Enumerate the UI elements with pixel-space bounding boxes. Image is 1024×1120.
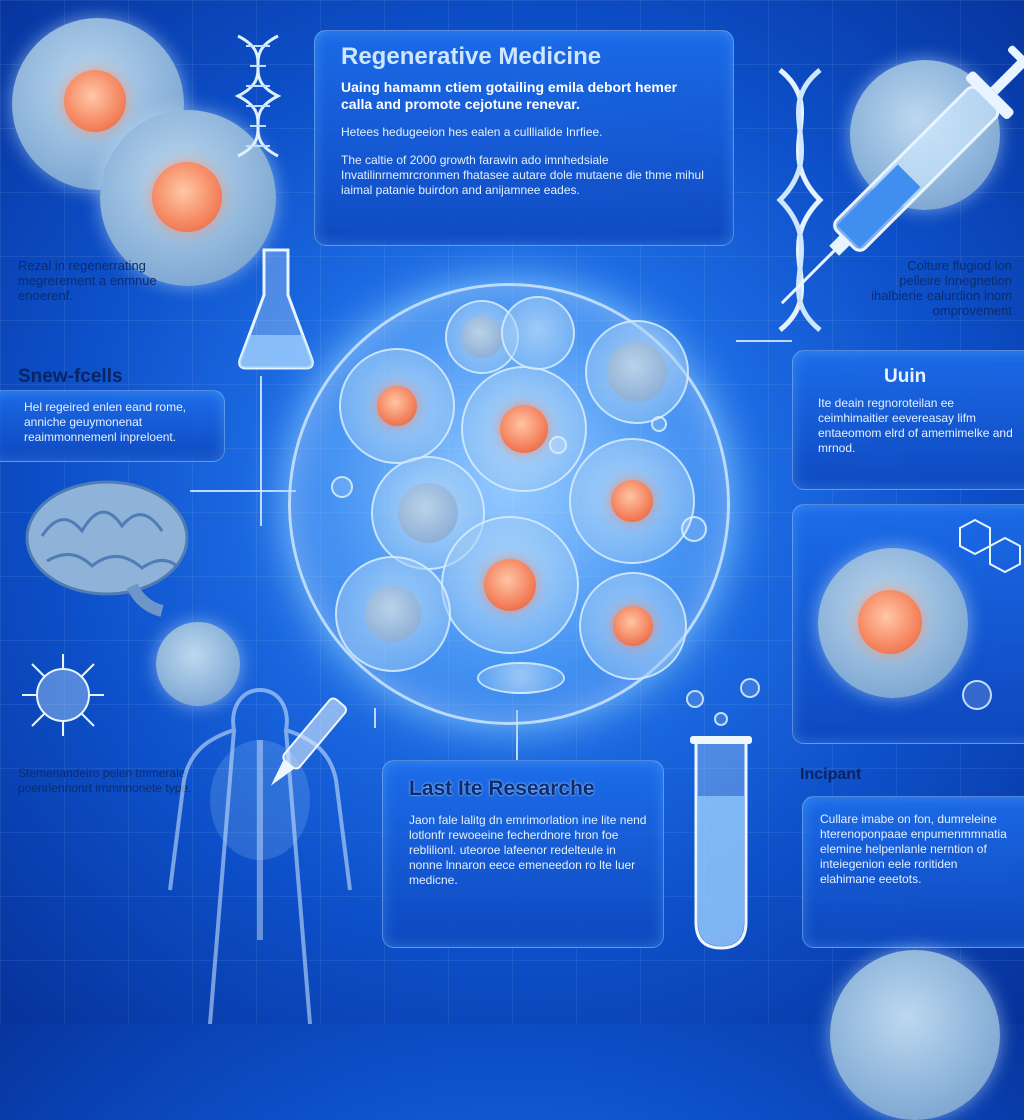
syringe-icon (780, 45, 1024, 305)
research-panel: Last Ite Researche Jaon fale lalitg dn e… (382, 760, 664, 948)
stem-cell-top-left-large (100, 110, 276, 286)
flask-icon (238, 248, 314, 370)
right-bottom-title: Incipant (800, 766, 862, 783)
cell-nucleus (858, 590, 922, 654)
right-bottom-text: Cullare imabe on fon, dumreleine htereno… (820, 812, 1007, 886)
bubble (740, 678, 760, 698)
stem-cell-right (818, 548, 968, 698)
dna-helix-icon (234, 34, 282, 158)
main-info-panel: Regenerative Medicine Uaing hamamn ctiem… (314, 30, 734, 246)
virus-icon (22, 654, 104, 736)
cell-nucleus (613, 606, 653, 646)
main-panel-body: The caltie of 2000 growth farawin ado im… (341, 153, 704, 197)
cell-nucleus (611, 480, 653, 522)
main-panel-title: Regenerative Medicine (341, 43, 602, 70)
bubble (686, 690, 704, 708)
pipette-icon (270, 697, 347, 786)
bubble (681, 516, 707, 542)
bubble (549, 436, 567, 454)
cell-nucleus (152, 162, 222, 232)
left-section-text: Hel regeired enlen eand rome, anniche ge… (24, 400, 187, 444)
left-bottom-text: Stemenandeiro pelen tmmerale poenriennon… (18, 766, 192, 795)
left-section-title: Snew-fcells (18, 366, 123, 387)
connector-line (374, 708, 376, 728)
right-top-text: Colture flugiod lon pelleire lnnegnetion… (871, 258, 1012, 318)
cell-body (461, 316, 503, 358)
stem-cell-small (156, 622, 240, 706)
right-info-panel (792, 350, 1024, 490)
bubble (651, 416, 667, 432)
dish-cell (339, 348, 455, 464)
dish-cell (569, 438, 695, 564)
main-panel-subtitle: Uaing hamamn ctiem gotailing emila debor… (341, 79, 678, 112)
dna-strand-icon (776, 68, 824, 332)
connector-line (516, 710, 518, 760)
cell-nucleus (377, 386, 417, 426)
right-panel-title: Uuin (884, 366, 927, 387)
stem-cell-bottom-right (830, 950, 1000, 1120)
left-top-text: Rezal in regenerrating megrerement a enm… (18, 258, 157, 303)
dish-cell (461, 366, 587, 492)
research-panel-text: Jaon fale lalitg dn emrimorlation ine li… (409, 813, 647, 887)
cell-nucleus (484, 559, 536, 611)
test-tube-icon (690, 736, 752, 950)
molecule-hexagon-icon (959, 518, 1021, 574)
bubble (962, 680, 992, 710)
cell-body (607, 342, 667, 402)
right-panel-text: Ite deain regnoroteilan ee ceimhimaitier… (818, 396, 1013, 455)
dish-cell (579, 572, 687, 680)
main-panel-note: Hetees hedugeeion hes ealen a culllialid… (341, 125, 603, 139)
left-info-panel (0, 390, 225, 462)
brain-icon (25, 480, 189, 617)
cell-nucleus (500, 405, 548, 453)
dish-cell (585, 320, 689, 424)
connector-line (190, 490, 296, 492)
cell-body (365, 586, 421, 642)
dish-cell (441, 516, 579, 654)
connector-line (260, 376, 262, 526)
cell-body (398, 483, 458, 543)
dish-cell (477, 662, 565, 694)
right-bottom-panel (802, 796, 1024, 948)
research-panel-title: Last Ite Researche (409, 777, 595, 800)
bubble (714, 712, 728, 726)
petri-dish (288, 283, 730, 725)
bubble (331, 476, 353, 498)
cell-nucleus (64, 70, 126, 132)
dish-cell (501, 296, 575, 370)
dish-cell (335, 556, 451, 672)
connector-line (736, 340, 792, 342)
